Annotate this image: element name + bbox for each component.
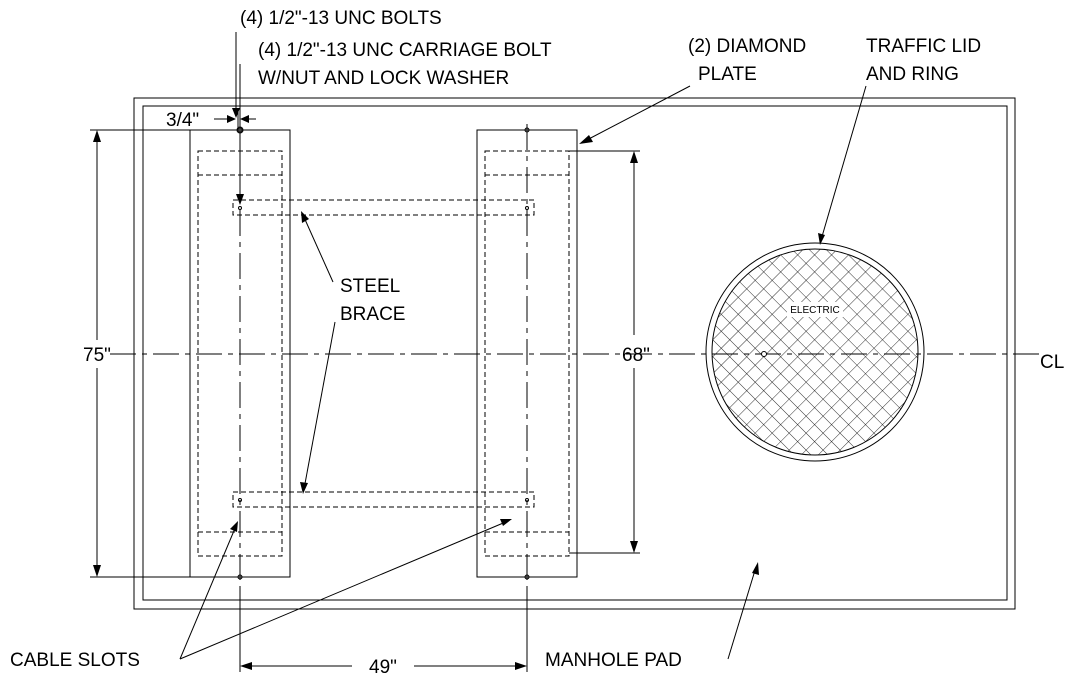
- dimension-3-4: 3/4": [166, 110, 256, 134]
- dimension-75-label: 75": [83, 345, 111, 366]
- dimension-75: 75": [83, 129, 190, 578]
- centerline-label: CL: [1040, 352, 1064, 373]
- manhole-pad-inner: [142, 105, 1008, 601]
- lid-label: ELECTRIC: [790, 305, 839, 316]
- traffic-lid-label-line1: TRAFFIC LID: [866, 36, 981, 57]
- dimension-49: 49": [239, 587, 528, 678]
- diamond-plate-label-line2: PLATE: [698, 64, 757, 85]
- carriage-bolt-label-line2: W/NUT AND LOCK WASHER: [258, 68, 509, 89]
- diamond-plate-label-line1: (2) DIAMOND: [688, 36, 806, 57]
- cable-slots-leader-right: [179, 520, 509, 660]
- manhole-pad-label: MANHOLE PAD: [545, 650, 682, 671]
- dimension-68: 68": [569, 150, 650, 554]
- traffic-lid-and-ring: ELECTRIC: [705, 242, 925, 462]
- bolts-label: (4) 1/2"-13 UNC BOLTS: [240, 8, 442, 29]
- dimension-68-label: 68": [622, 345, 650, 366]
- manhole-pad-leader: [727, 566, 757, 660]
- dimension-49-label: 49": [369, 657, 397, 678]
- steel-brace-label-line1: STEEL: [340, 276, 400, 297]
- steel-brace-label-line2: BRACE: [340, 304, 405, 325]
- steel-brace-bottom: [232, 491, 535, 508]
- traffic-lid-leader: [820, 85, 867, 241]
- steel-brace-leader-top: [302, 214, 334, 283]
- diamond-plate-right: [476, 124, 578, 587]
- traffic-lid-label-line2: AND RING: [866, 64, 959, 85]
- carriage-bolt-label-line1: (4) 1/2"-13 UNC CARRIAGE BOLT: [258, 40, 552, 61]
- steel-brace-leader-bottom: [303, 321, 336, 490]
- cable-slots-leader-left: [179, 525, 237, 660]
- cable-slots-label: CABLE SLOTS: [10, 650, 140, 671]
- diamond-plate-leader: [582, 85, 691, 143]
- dimension-3-4-label: 3/4": [166, 110, 199, 131]
- steel-brace-top: [232, 199, 535, 216]
